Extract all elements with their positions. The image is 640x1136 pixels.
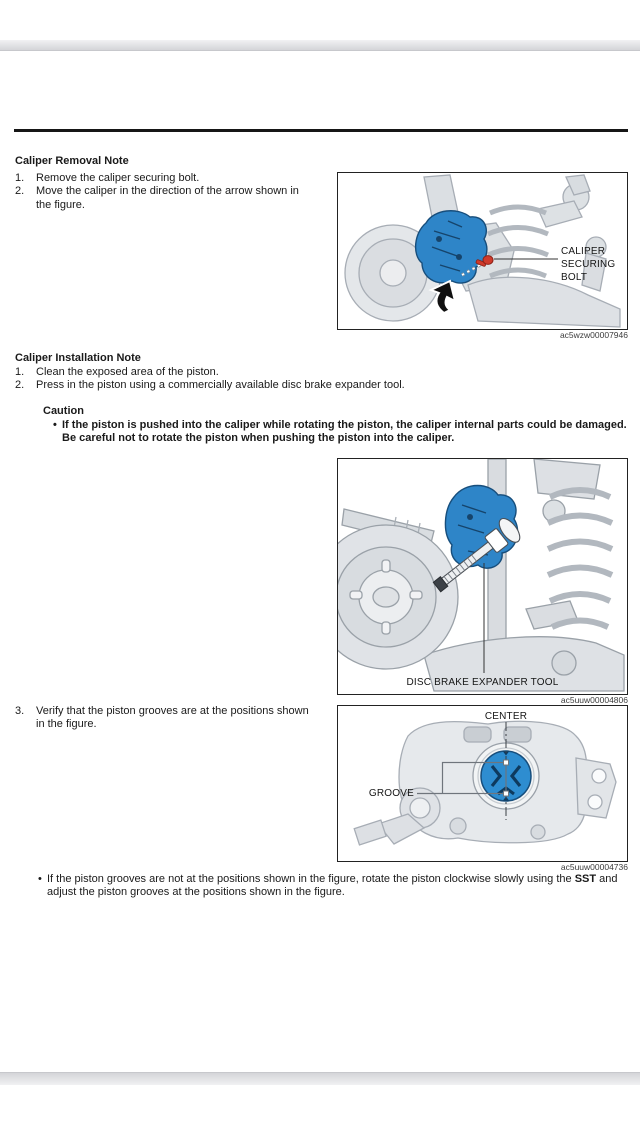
callout-line: SECURING	[561, 259, 616, 271]
caution-heading: Caution	[43, 405, 84, 417]
step-text: Press in the piston using a commercially…	[36, 379, 405, 392]
caution-text: If the piston is pushed into the caliper…	[62, 419, 627, 445]
brake-assembly-illustration	[344, 174, 621, 328]
brake-disc	[338, 524, 459, 670]
installation-step-1: 1. Clean the exposed area of the piston.	[15, 366, 615, 379]
step-text: Verify that the piston grooves are at th…	[36, 705, 309, 731]
step-text: Clean the exposed area of the piston.	[36, 366, 219, 378]
caliper-securing-bolt-callout: CALIPER SECURING BOLT	[561, 245, 625, 285]
section-rule	[14, 129, 628, 132]
bullet-icon: •	[38, 873, 42, 885]
sst-adjust-note: • If the piston grooves are not at the p…	[38, 873, 630, 900]
suspension-line-art	[341, 459, 625, 692]
removal-step-2: 2. Move the caliper in the direction of …	[15, 185, 315, 212]
installation-step-2: 2. Press in the piston using a commercia…	[15, 379, 615, 392]
figure-caliper-securing-bolt: CALIPER SECURING BOLT	[337, 172, 628, 330]
figure-piston-grooves: CENTER GROOVE	[337, 705, 628, 862]
removal-heading: Caliper Removal Note	[15, 155, 129, 167]
groove-callout-rect	[441, 761, 507, 795]
page-bottom-divider	[0, 1072, 640, 1085]
figure-id: ac5uuw00004806	[560, 695, 628, 705]
expander-tool-callout: DISC BRAKE EXPANDER TOOL	[406, 677, 559, 688]
figure-disc-brake-expander-tool: DISC BRAKE EXPANDER TOOL	[337, 458, 628, 695]
page-top-divider	[0, 40, 640, 51]
step-number: 1.	[15, 366, 25, 378]
caution-note: • If the piston is pushed into the calip…	[53, 419, 628, 446]
note-text: If the piston grooves are not at the pos…	[47, 873, 630, 900]
caliper-highlight	[415, 210, 488, 284]
bullet-icon: •	[53, 419, 57, 431]
figure-id: ac5wzw00007946	[559, 330, 628, 340]
step-text: Remove the caliper securing bolt.	[36, 172, 200, 184]
figure-id: ac5uuw00004736	[560, 862, 628, 872]
securing-bolt-icon	[475, 255, 494, 267]
step-number: 2.	[15, 379, 25, 392]
note-suffix: and adjust the piston grooves at the pos…	[47, 873, 618, 899]
step-number: 3.	[15, 705, 25, 717]
expander-tool-illustration	[338, 459, 625, 692]
groove-callout: GROOVE	[368, 788, 414, 799]
step-text: Move the caliper in the direction of the…	[36, 185, 299, 211]
step-number: 1.	[15, 172, 25, 184]
expander-tool-icon	[432, 517, 521, 593]
removal-step-1: 1. Remove the caliper securing bolt.	[15, 172, 315, 185]
removal-steps: 1. Remove the caliper securing bolt. 2. …	[15, 172, 315, 212]
installation-heading: Caliper Installation Note	[15, 352, 141, 364]
coil-spring	[546, 487, 614, 630]
center-callout: CENTER	[484, 711, 528, 722]
installation-step-3: 3. Verify that the piston grooves are at…	[15, 705, 315, 732]
groove-marker-bottom	[503, 790, 509, 797]
callout-line: BOLT	[561, 272, 588, 284]
caliper-piston-illustration	[353, 720, 617, 846]
coil-spring	[487, 204, 549, 279]
groove-marker-top	[503, 759, 509, 766]
installation-steps: 1. Clean the exposed area of the piston.…	[15, 366, 615, 393]
sst-bold: SST	[574, 873, 597, 885]
step-number: 2.	[15, 185, 25, 198]
note-prefix: If the piston grooves are not at the pos…	[47, 873, 575, 885]
move-direction-arrow-icon	[428, 279, 457, 315]
callout-line: CALIPER	[561, 246, 606, 257]
